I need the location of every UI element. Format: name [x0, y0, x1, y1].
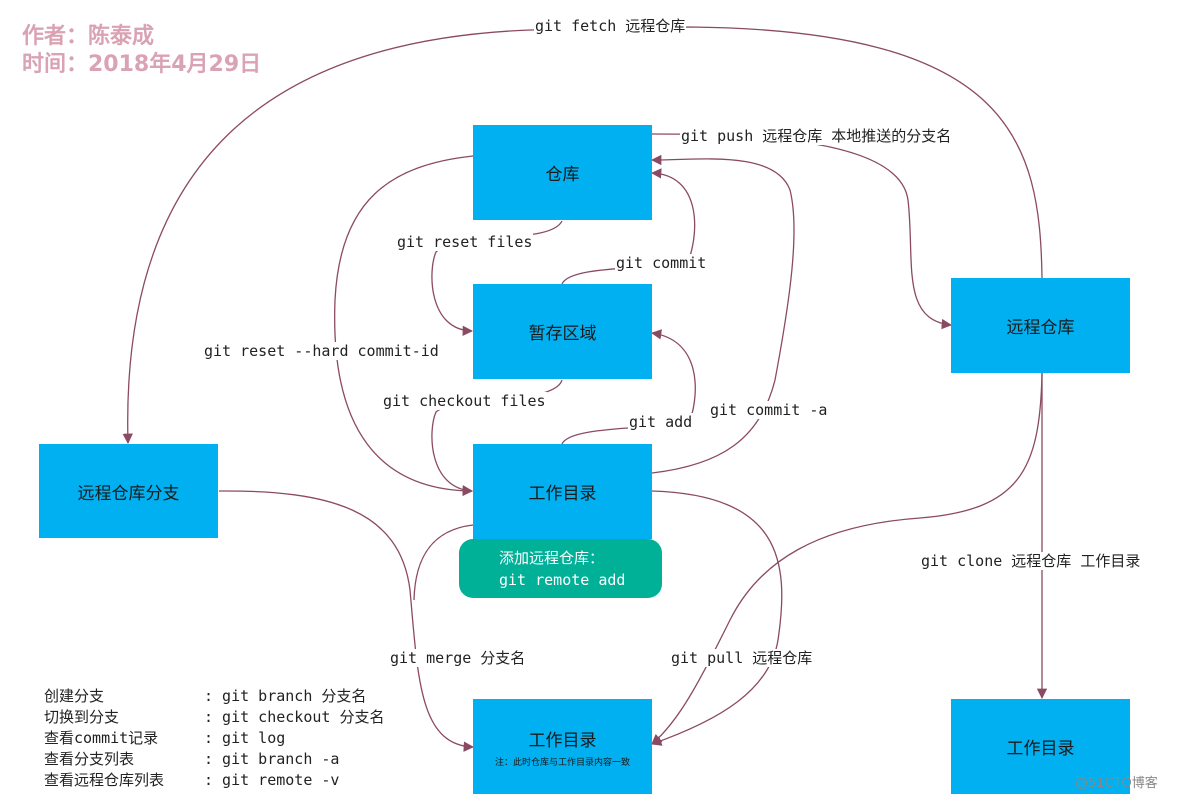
author-date: 时间：2018年4月29日 — [22, 52, 262, 77]
node-stage: 暂存区域 — [473, 284, 652, 379]
edge-fetch — [122, 26, 1043, 445]
label-reset-hard: git reset --hard commit-id — [203, 342, 440, 360]
node-workdir-clone: 工作目录 — [951, 699, 1130, 794]
label-pull: git pull 远程仓库 — [670, 649, 814, 667]
label-clone: git clone 远程仓库 工作目录 — [920, 552, 1142, 570]
edge-pull — [651, 372, 1043, 745]
node-workdir-bottom-title: 工作目录 — [528, 730, 597, 751]
edge-commit-a — [650, 154, 795, 474]
command-row: 查看commit记录 : git log — [44, 728, 384, 749]
command-row: 创建分支 : git branch 分支名 — [44, 686, 384, 707]
command-text: : git branch -a — [204, 750, 340, 768]
label-reset-files: git reset files — [396, 233, 534, 251]
command-row: 查看远程仓库列表 : git remote -v — [44, 770, 384, 791]
remote-add-box: 添加远程仓库： git remote add — [459, 539, 662, 598]
remote-add-title: 添加远程仓库： — [499, 549, 605, 567]
command-row: 查看分支列表 : git branch -a — [44, 749, 384, 770]
node-workdir-bottom-note: 注：此时仓库与工作目录内容一致 — [494, 757, 630, 768]
edge-reset-files — [431, 220, 563, 336]
command-desc: 查看远程仓库列表 — [44, 771, 165, 789]
node-repo: 仓库 — [473, 125, 652, 220]
label-fetch: git fetch 远程仓库 — [534, 17, 687, 35]
label-add: git add — [628, 413, 694, 431]
edge-push — [651, 133, 953, 330]
edge-reset-hard — [334, 155, 474, 497]
command-desc: 创建分支 — [44, 687, 105, 705]
edge-remote-add — [413, 524, 474, 601]
command-text: : git branch 分支名 — [204, 687, 367, 705]
command-text: : git checkout 分支名 — [204, 708, 385, 726]
command-row: 切换到分支 : git checkout 分支名 — [44, 707, 384, 728]
label-push: git push 远程仓库 本地推送的分支名 — [680, 127, 953, 145]
label-commit-a: git commit -a — [709, 401, 829, 419]
label-commit: git commit — [615, 254, 708, 272]
edge-merge — [218, 490, 475, 752]
command-desc: 切换到分支 — [44, 708, 120, 726]
author-name: 作者：陈泰成 — [22, 24, 155, 49]
node-remote-branch: 远程仓库分支 — [39, 444, 218, 538]
command-text: : git log — [204, 729, 286, 747]
watermark: @51CTO博客 — [1075, 776, 1158, 791]
node-workdir: 工作目录 — [473, 444, 652, 539]
label-checkout-files: git checkout files — [382, 392, 547, 410]
remote-add-command: git remote add — [499, 571, 626, 589]
command-text: : git remote -v — [204, 771, 340, 789]
edge-workdir-to-bottom — [651, 490, 783, 746]
node-remote-repo: 远程仓库 — [951, 278, 1130, 373]
node-workdir-bottom: 工作目录 注：此时仓库与工作目录内容一致 — [473, 699, 652, 794]
command-list: 创建分支 : git branch 分支名 切换到分支 : git checkout… — [44, 686, 384, 791]
command-desc: 查看commit记录 — [44, 729, 159, 747]
command-desc: 查看分支列表 — [44, 750, 135, 768]
label-merge: git merge 分支名 — [389, 649, 527, 667]
